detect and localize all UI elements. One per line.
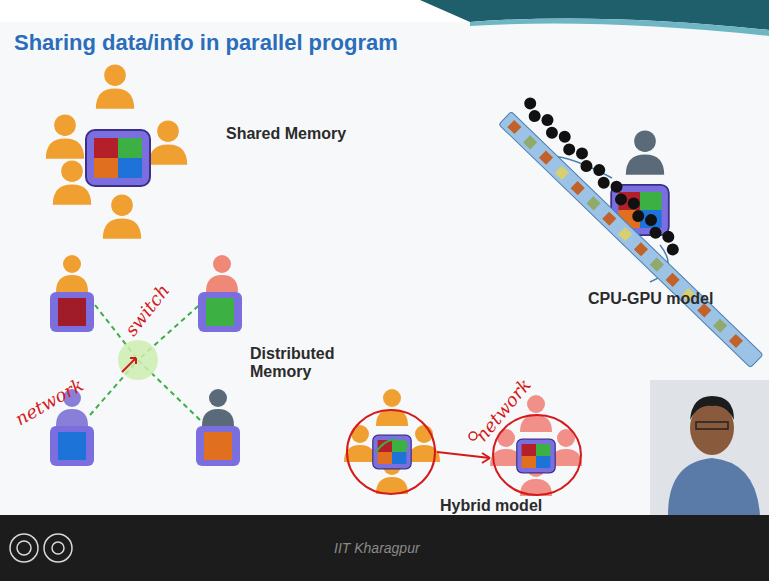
model-label: Hybrid model [440,497,542,515]
handwritten-note: network [472,375,536,446]
handwritten-note: switch [121,281,174,340]
model-label: Shared Memory [226,125,346,143]
footer-band [0,515,769,581]
header-swoosh-light [470,18,769,36]
distributed-memory-figure [50,255,242,466]
hybrid-figure [344,389,582,496]
slide-title: Sharing data/info in parallel program [14,30,398,55]
model-label: Distributed Memory [250,345,350,382]
footer-watermark: IIT Kharagpur [334,540,420,556]
cpu-gpu-figure [499,94,769,368]
footer-logos [10,534,72,562]
model-label: CPU-GPU model [588,290,713,308]
shared-memory-figure [46,64,187,238]
handwritten-note: network [12,375,87,431]
presenter-video [650,380,769,515]
